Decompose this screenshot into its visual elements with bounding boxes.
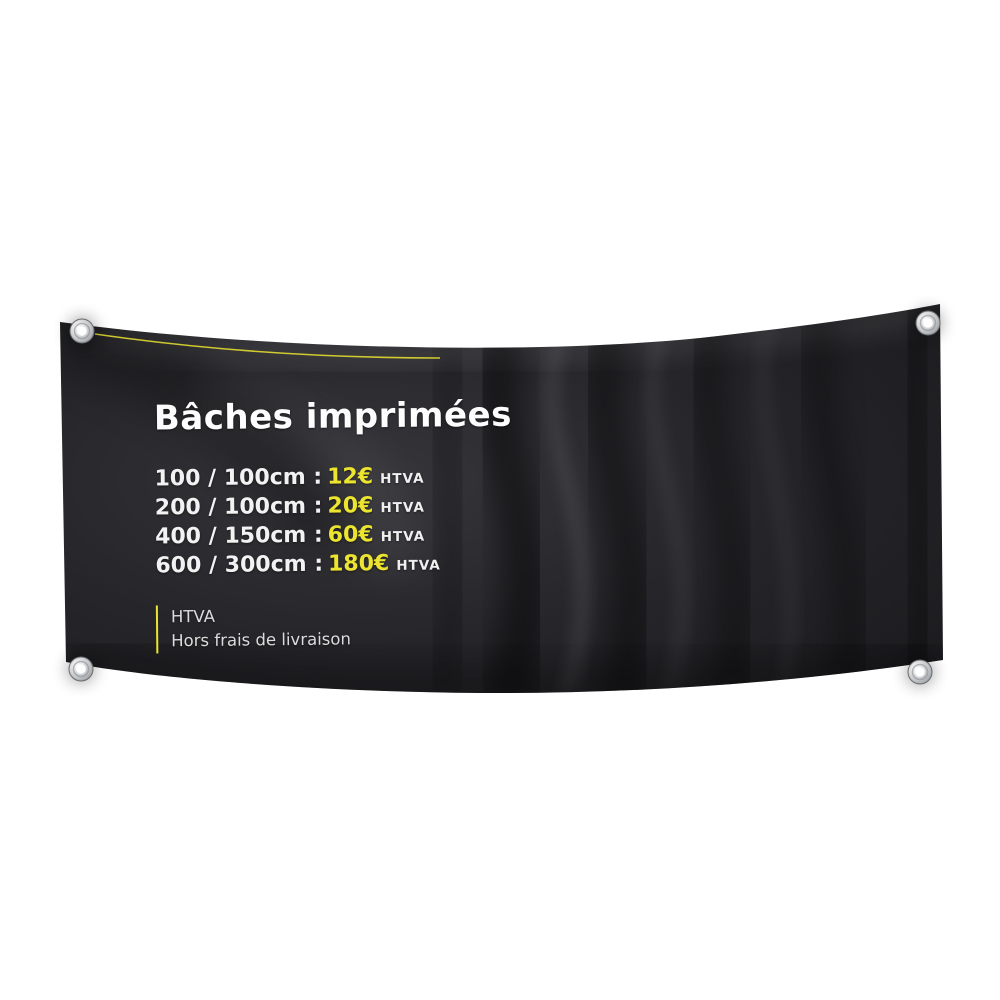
banner-title: Bâches imprimées bbox=[153, 394, 513, 439]
price-value: 180€ bbox=[327, 551, 390, 577]
price-size: 600 / 300cm : bbox=[155, 551, 324, 579]
price-value: 20€ bbox=[327, 493, 374, 519]
footer-line-htva: HTVA bbox=[170, 606, 216, 627]
grommet-bottom-right bbox=[906, 658, 934, 686]
accent-bar bbox=[155, 605, 159, 654]
price-size: 100 / 100cm : bbox=[154, 464, 323, 492]
price-unit-label: HTVA bbox=[380, 470, 425, 488]
price-value: 12€ bbox=[327, 464, 374, 490]
price-size: 200 / 100cm : bbox=[154, 493, 323, 521]
price-unit-label: HTVA bbox=[396, 557, 441, 574]
price-row: 600 / 300cm :180€ HTVA bbox=[155, 547, 625, 581]
accent-top-line bbox=[94, 333, 441, 359]
price-value: 60€ bbox=[327, 522, 374, 548]
grommet-bottom-left bbox=[67, 655, 95, 683]
footer-line-livraison: Hors frais de livraison bbox=[171, 629, 351, 651]
price-unit-label: HTVA bbox=[380, 499, 425, 517]
grommet-top-left bbox=[68, 317, 96, 345]
price-unit-label: HTVA bbox=[380, 528, 426, 546]
price-list: 100 / 100cm :12€ HTVA 200 / 100cm :20€ HTV… bbox=[154, 460, 625, 581]
fabric-folds bbox=[60, 304, 940, 694]
price-size: 400 / 150cm : bbox=[154, 522, 323, 550]
grommet-top-right bbox=[914, 309, 942, 337]
banner-footer: HTVA Hors frais de livraison bbox=[155, 601, 626, 654]
footer-lines: HTVA Hors frais de livraison bbox=[171, 603, 351, 653]
banner-print: Bâches imprimées 100 / 100cm :12€ HTVA 20… bbox=[154, 394, 627, 654]
